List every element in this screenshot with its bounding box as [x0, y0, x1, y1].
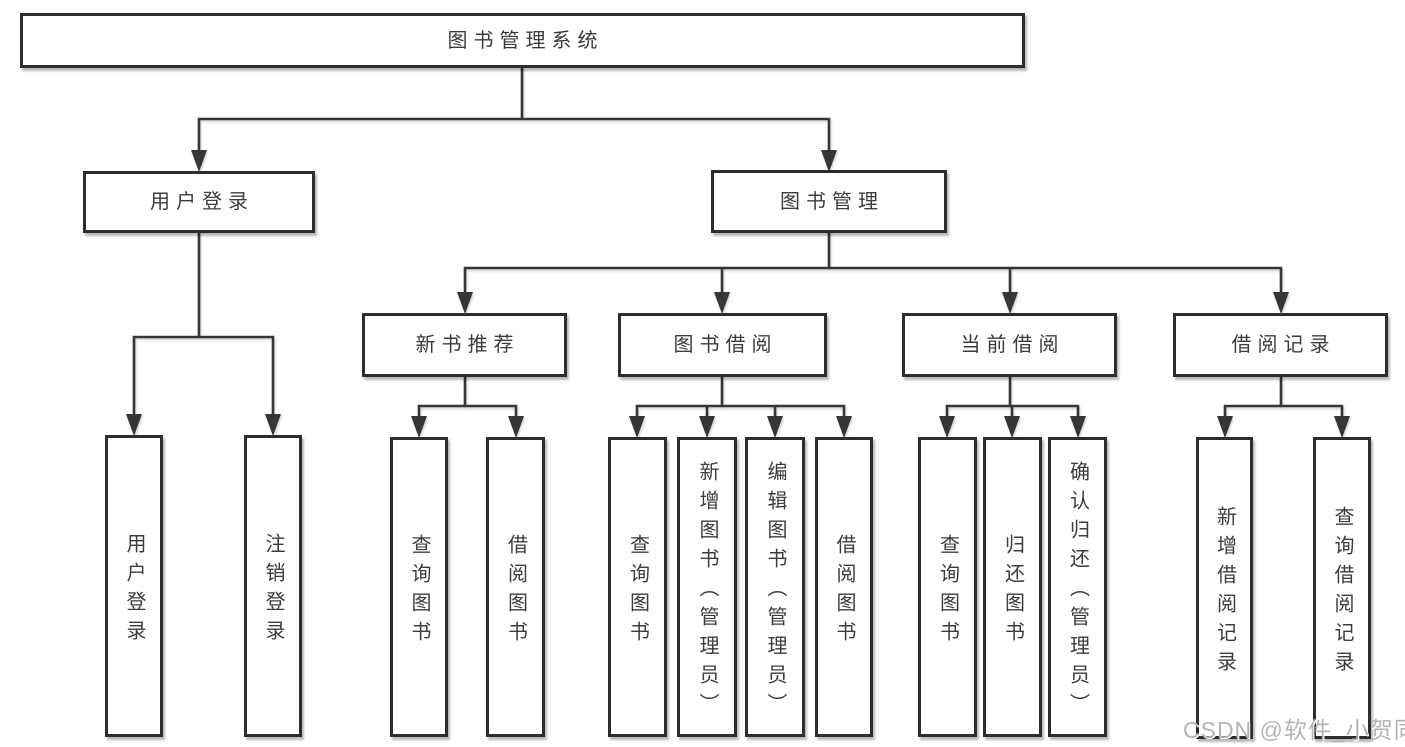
leaf-newrec-query-books-label: 查询图书 [408, 533, 430, 650]
node-book-management-module-label: 图书管理 [780, 190, 884, 213]
leaf-logout-label: 注销登录 [262, 532, 284, 649]
leaf-newrec-borrow-books-label: 借阅图书 [504, 533, 527, 650]
node-book-borrowing: 图书借阅 [618, 313, 827, 377]
leaf-newrec-query-books: 查询图书 [390, 437, 448, 737]
leaf-current-confirm-return-admin: 确认归还（管理员） [1048, 437, 1107, 737]
node-user-login-module: 用户登录 [83, 171, 315, 233]
node-current-borrowing: 当前借阅 [902, 313, 1117, 377]
leaf-current-return-books-label: 归还图书 [1001, 533, 1024, 650]
leaf-borrowing-edit-books-admin-label: 编辑图书（管理员） [764, 461, 786, 722]
leaf-borrowing-query-books: 查询图书 [608, 437, 667, 737]
leaf-borrowing-add-books-admin-label: 新增图书（管理员） [696, 461, 718, 722]
leaf-newrec-borrow-books: 借阅图书 [486, 437, 545, 737]
leaf-logout: 注销登录 [244, 435, 302, 737]
leaf-borrowing-edit-books-admin: 编辑图书（管理员） [745, 437, 805, 737]
node-borrowing-records: 借阅记录 [1173, 313, 1388, 377]
node-book-management-module: 图书管理 [711, 170, 947, 233]
leaf-borrowing-borrow-books: 借阅图书 [815, 437, 873, 737]
leaf-records-add-record: 新增借阅记录 [1196, 437, 1253, 739]
leaf-records-query-record-label: 查询借阅记录 [1331, 505, 1353, 680]
leaf-current-query-books: 查询图书 [918, 437, 977, 737]
leaf-user-login-label: 用户登录 [123, 532, 145, 649]
leaf-current-return-books: 归还图书 [983, 437, 1042, 737]
node-user-login-module-label: 用户登录 [150, 191, 254, 213]
node-root-label: 图书管理系统 [447, 29, 604, 52]
leaf-user-login: 用户登录 [105, 435, 163, 737]
leaf-current-query-books-label: 查询图书 [936, 533, 959, 650]
leaf-records-query-record: 查询借阅记录 [1313, 437, 1371, 739]
node-borrowing-records-label: 借阅记录 [1231, 334, 1336, 356]
node-new-book-recommend: 新书推荐 [362, 313, 567, 377]
node-new-book-recommend-label: 新书推荐 [415, 334, 520, 356]
leaf-current-confirm-return-admin-label: 确认归还（管理员） [1066, 461, 1089, 722]
csdn-watermark: CSDN @软件_小贺同学 [1183, 717, 1405, 743]
leaf-borrowing-query-books-label: 查询图书 [626, 533, 649, 650]
node-root: 图书管理系统 [20, 13, 1025, 68]
node-current-borrowing-label: 当前借阅 [960, 334, 1065, 356]
leaf-records-add-record-label: 新增借阅记录 [1213, 505, 1236, 680]
leaf-borrowing-borrow-books-label: 借阅图书 [833, 533, 855, 650]
leaf-borrowing-add-books-admin: 新增图书（管理员） [677, 437, 737, 737]
arrowheads [126, 150, 1350, 438]
node-book-borrowing-label: 图书借阅 [673, 334, 778, 356]
